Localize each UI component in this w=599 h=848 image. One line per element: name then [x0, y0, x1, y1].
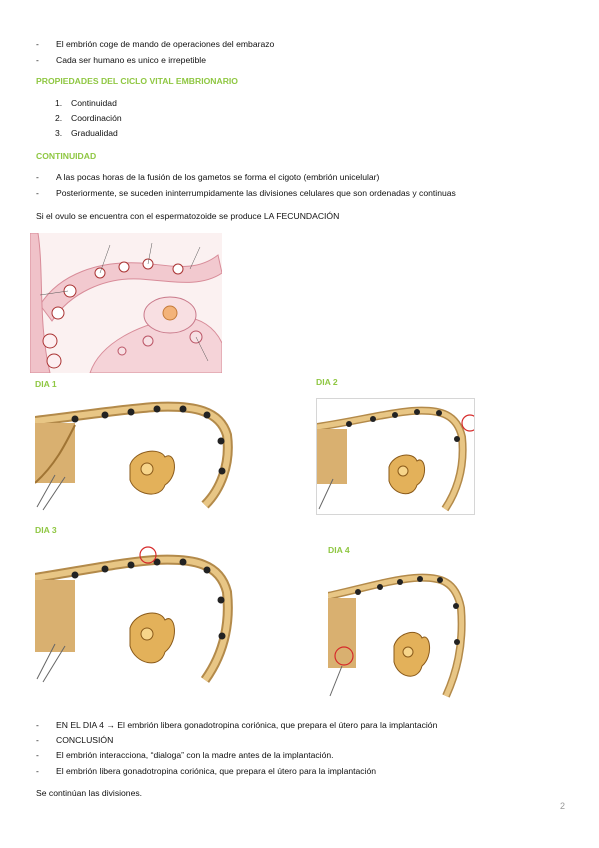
fecundacion-text: Si el ovulo se encuentra con el espermat…	[36, 211, 340, 221]
bullet-text: A las pocas horas de la fusión de los ga…	[56, 172, 380, 182]
item-label: Coordinación	[71, 113, 122, 123]
closing-text: Se continúan las divisiones.	[36, 788, 143, 798]
bullet-dash: -	[36, 188, 39, 198]
day-1-label: DIA 1	[35, 379, 57, 389]
day-2-label: DIA 2	[316, 377, 338, 387]
bullet-text: CONCLUSIÓN	[56, 735, 114, 745]
bullet-dash: -	[36, 766, 39, 776]
bullet-dash: -	[36, 55, 39, 65]
bullet-text: EN EL DIA 4 → El embrión libera gonadotr…	[56, 720, 438, 730]
heading-properties: PROPIEDADES DEL CICLO VITAL EMBRIONARIO	[36, 76, 238, 86]
bullet-dash: -	[36, 750, 39, 760]
bullet-text: Posteriormente, se suceden ininterrumpid…	[56, 188, 456, 198]
day-3-label: DIA 3	[35, 525, 57, 535]
item-number: 1.	[55, 98, 63, 108]
bullet-dash: -	[36, 172, 39, 182]
day-4-label: DIA 4	[328, 545, 350, 555]
bullet-dash: -	[36, 735, 39, 745]
item-number: 3.	[55, 128, 63, 138]
numbered-item: 1. Continuidad	[55, 98, 117, 108]
bullet-text: El embrión interacciona, “dialoga” con l…	[56, 750, 334, 760]
heading-continuity: CONTINUIDAD	[36, 151, 97, 161]
item-number: 2.	[55, 113, 63, 123]
day-4-diagram	[328, 562, 473, 700]
numbered-item: 3. Gradualidad	[55, 128, 118, 138]
bullet-text: El embrión libera gonadotropina coriónic…	[56, 766, 377, 776]
bullet-text: Cada ser humano es unico e irrepetible	[56, 55, 207, 65]
bullet-text: El embrión coge de mando de operaciones …	[56, 39, 275, 49]
day-3-diagram	[35, 544, 250, 684]
item-label: Gradualidad	[71, 128, 118, 138]
day-2-diagram	[316, 398, 475, 515]
bullet-dash: -	[36, 39, 39, 49]
fertilization-diagram	[30, 233, 222, 373]
day-1-diagram	[35, 395, 250, 512]
numbered-item: 2. Coordinación	[55, 113, 122, 123]
item-label: Continuidad	[71, 98, 117, 108]
page-number: 2	[559, 801, 565, 811]
bullet-dash: -	[36, 720, 39, 730]
